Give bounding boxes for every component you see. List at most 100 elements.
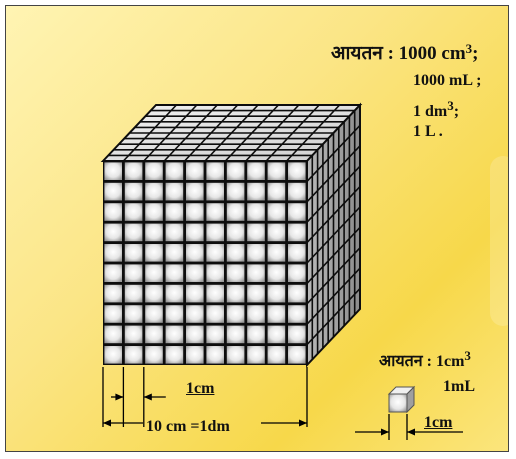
front-cell bbox=[247, 325, 265, 344]
front-cell bbox=[206, 203, 224, 221]
front-cell bbox=[206, 325, 224, 344]
front-cell bbox=[104, 346, 122, 364]
cube-diagram bbox=[100, 102, 463, 440]
front-cell bbox=[247, 305, 265, 323]
big-cube-volume-label: आयतन : 1000 cm3; bbox=[331, 42, 479, 63]
big-cube-ml-equiv: 1000 mL ; bbox=[413, 72, 482, 89]
big-cube-dm-equiv: 1 dm3; bbox=[413, 99, 459, 120]
front-cell bbox=[226, 203, 245, 221]
front-cell bbox=[247, 264, 265, 282]
front-cell bbox=[267, 305, 286, 323]
front-cell bbox=[104, 264, 122, 282]
front-cell bbox=[226, 223, 245, 242]
front-cell bbox=[267, 284, 286, 303]
front-cell bbox=[247, 284, 265, 303]
front-cell bbox=[165, 182, 184, 201]
front-cell bbox=[288, 325, 306, 344]
front-cell bbox=[124, 244, 143, 262]
front-cell bbox=[104, 162, 122, 180]
front-cell bbox=[145, 284, 163, 303]
big-cube-liter-equiv: 1 L . bbox=[413, 123, 443, 140]
edge-arrow-head bbox=[299, 419, 307, 427]
small-volume-value: : 1cm bbox=[426, 353, 465, 370]
front-cell bbox=[226, 305, 245, 323]
front-cell bbox=[145, 346, 163, 364]
front-cell bbox=[247, 244, 265, 262]
big-volume-exponent: 3 bbox=[465, 41, 473, 56]
front-cell bbox=[267, 325, 286, 344]
front-cell bbox=[206, 284, 224, 303]
small-arrow-head bbox=[407, 428, 415, 436]
small-volume-exponent: 3 bbox=[464, 348, 471, 363]
big-dm-suffix: ; bbox=[453, 103, 460, 120]
front-cell bbox=[206, 305, 224, 323]
front-cell bbox=[186, 244, 204, 262]
front-cell bbox=[247, 223, 265, 242]
front-cell bbox=[206, 244, 224, 262]
front-cell bbox=[104, 325, 122, 344]
top-grid-line bbox=[224, 104, 279, 162]
front-cell bbox=[267, 182, 286, 201]
small-front-face bbox=[388, 393, 408, 413]
front-cell bbox=[104, 244, 122, 262]
front-cell bbox=[104, 284, 122, 303]
front-cell bbox=[288, 162, 306, 180]
front-cell bbox=[206, 182, 224, 201]
small-cube-edge-label: 1cm bbox=[424, 414, 453, 431]
front-cell bbox=[145, 162, 163, 180]
front-cell bbox=[247, 203, 265, 221]
front-cell bbox=[267, 223, 286, 242]
small-cube-ml-equiv: 1mL bbox=[443, 378, 475, 395]
front-cell bbox=[247, 182, 265, 201]
front-cell bbox=[165, 223, 184, 242]
front-cell bbox=[165, 346, 184, 364]
diagram-frame: आयतन : 1000 cm3; 1000 mL ; 1 dm3; 1 L . … bbox=[5, 5, 509, 452]
front-cell bbox=[226, 264, 245, 282]
front-cell bbox=[145, 305, 163, 323]
front-cell bbox=[145, 325, 163, 344]
front-cell bbox=[186, 325, 204, 344]
front-cell bbox=[165, 162, 184, 180]
front-cell bbox=[104, 182, 122, 201]
front-cell bbox=[186, 162, 204, 180]
large-cube bbox=[100, 102, 363, 368]
front-cell bbox=[267, 203, 286, 221]
edge-arrow-head bbox=[103, 419, 111, 427]
front-cell bbox=[145, 244, 163, 262]
front-cell bbox=[206, 223, 224, 242]
front-cell bbox=[288, 244, 306, 262]
unit-arrow-head bbox=[115, 393, 124, 401]
front-cell bbox=[267, 162, 286, 180]
front-cell bbox=[206, 264, 224, 282]
front-cell bbox=[186, 223, 204, 242]
edge-dimension-label: 10 cm =1dm bbox=[146, 418, 230, 435]
front-cell bbox=[226, 244, 245, 262]
side-grid-line bbox=[306, 226, 361, 284]
front-cell bbox=[267, 244, 286, 262]
front-cell bbox=[288, 264, 306, 282]
front-cell bbox=[145, 223, 163, 242]
front-cell bbox=[124, 305, 143, 323]
front-cell bbox=[165, 284, 184, 303]
front-cell bbox=[288, 346, 306, 364]
front-cell bbox=[186, 305, 204, 323]
front-cell bbox=[145, 264, 163, 282]
front-cell bbox=[165, 244, 184, 262]
front-cell bbox=[165, 325, 184, 344]
small-arrow-head bbox=[381, 428, 389, 436]
front-cell bbox=[124, 162, 143, 180]
big-volume-word: आयतन bbox=[331, 43, 383, 64]
top-grid-line bbox=[265, 104, 320, 162]
front-cell bbox=[145, 182, 163, 201]
front-cell bbox=[288, 182, 306, 201]
big-volume-value: : 1000 cm bbox=[387, 43, 466, 64]
side-grid-line bbox=[306, 288, 361, 346]
front-cell bbox=[206, 162, 224, 180]
side-grid-line bbox=[306, 206, 361, 264]
big-dm-base: 1 dm bbox=[413, 103, 448, 120]
front-cell bbox=[247, 346, 265, 364]
front-cell bbox=[165, 203, 184, 221]
front-cell bbox=[124, 264, 143, 282]
front-cell bbox=[186, 346, 204, 364]
front-cell bbox=[124, 346, 143, 364]
